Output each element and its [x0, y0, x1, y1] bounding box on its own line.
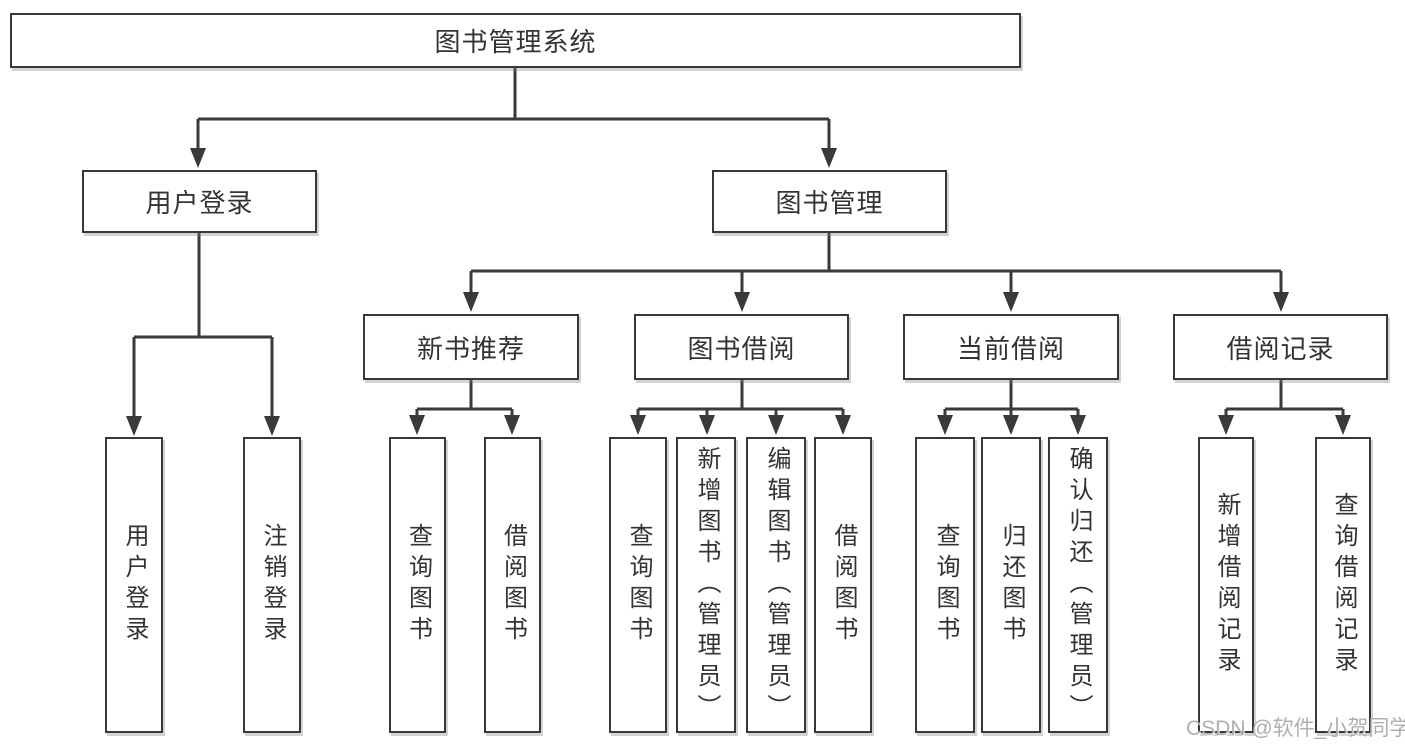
arrowhead	[699, 415, 715, 435]
node-label: 确认归还（管理员）	[1065, 445, 1092, 725]
node-label: 编辑图书（管理员）	[763, 445, 790, 725]
arrowhead	[1335, 415, 1351, 435]
node-label: 借阅图书	[499, 523, 527, 647]
node-borrow-books-borrowing: 借阅图书	[814, 437, 872, 733]
node-query-books-current: 查询图书	[915, 437, 975, 733]
arrowhead	[1273, 292, 1289, 312]
arrowhead	[463, 292, 479, 312]
arrowhead	[768, 415, 784, 435]
node-label: 图书管理	[775, 188, 884, 218]
node-library-management-system: 图书管理系统	[10, 13, 1021, 68]
node-label: 新增图书（管理员）	[693, 445, 720, 725]
connector-borrowing-to-leaves	[636, 380, 845, 419]
connector-current-to-leaves	[943, 380, 1080, 419]
node-book-management: 图书管理	[712, 170, 947, 233]
connector-user-login-to-leaves	[132, 233, 274, 420]
connector-recommendation-to-leaves	[415, 380, 514, 419]
arrowhead	[409, 415, 425, 435]
node-edit-book-admin: 编辑图书（管理员）	[746, 437, 806, 733]
arrowhead	[190, 148, 206, 168]
node-label: 新增借阅记录	[1213, 492, 1240, 678]
node-user-login: 用户登录	[82, 170, 317, 233]
node-logout-action: 注销登录	[243, 437, 301, 733]
node-label: 用户登录	[121, 523, 148, 647]
arrowhead	[504, 415, 520, 435]
node-query-books-borrowing: 查询图书	[609, 437, 667, 733]
arrowhead	[821, 148, 837, 168]
node-label: 当前借阅	[956, 333, 1065, 364]
csdn-watermark: CSDN @软件_小贺同学	[1186, 717, 1405, 740]
node-book-borrowing: 图书借阅	[634, 314, 849, 380]
node-current-borrowing: 当前借阅	[903, 314, 1119, 380]
node-label: 图书借阅	[687, 333, 796, 364]
node-label: 查询借阅记录	[1330, 492, 1357, 678]
arrowhead	[630, 415, 646, 435]
arrowhead	[734, 292, 750, 312]
node-label: 查询图书	[625, 523, 652, 647]
node-return-book: 归还图书	[981, 437, 1041, 733]
arrowhead	[264, 416, 280, 436]
connector-book-management-to-level3	[469, 233, 1283, 296]
node-new-book-recommendation: 新书推荐	[363, 314, 579, 380]
node-label: 借阅图书	[830, 523, 857, 647]
node-user-login-action: 用户登录	[105, 437, 163, 733]
node-label: 借阅记录	[1226, 333, 1335, 364]
node-query-books-recommend: 查询图书	[389, 437, 446, 733]
node-label: 用户登录	[145, 188, 254, 218]
arrowhead	[937, 415, 953, 435]
node-label: 查询图书	[932, 523, 959, 647]
node-confirm-return-admin: 确认归还（管理员）	[1048, 437, 1108, 733]
connector-root-to-level2	[196, 68, 831, 150]
node-add-book-admin: 新增图书（管理员）	[676, 437, 736, 733]
arrowhead	[835, 415, 851, 435]
node-label: 新书推荐	[416, 333, 525, 364]
node-borrowing-records: 借阅记录	[1173, 314, 1388, 380]
node-add-borrow-record: 新增借阅记录	[1198, 437, 1254, 733]
arrowhead	[1003, 292, 1019, 312]
arrowhead	[1070, 415, 1086, 435]
node-label: 查询图书	[404, 523, 432, 647]
arrowhead	[1003, 415, 1019, 435]
node-label: 归还图书	[998, 523, 1025, 647]
node-query-borrow-record: 查询借阅记录	[1315, 437, 1371, 733]
arrowhead	[126, 416, 142, 436]
connector-records-to-leaves	[1224, 380, 1345, 419]
node-label: 注销登录	[259, 523, 286, 647]
node-label: 图书管理系统	[434, 27, 597, 57]
arrowhead	[1218, 415, 1234, 435]
node-borrow-books-recommend: 借阅图书	[484, 437, 541, 733]
